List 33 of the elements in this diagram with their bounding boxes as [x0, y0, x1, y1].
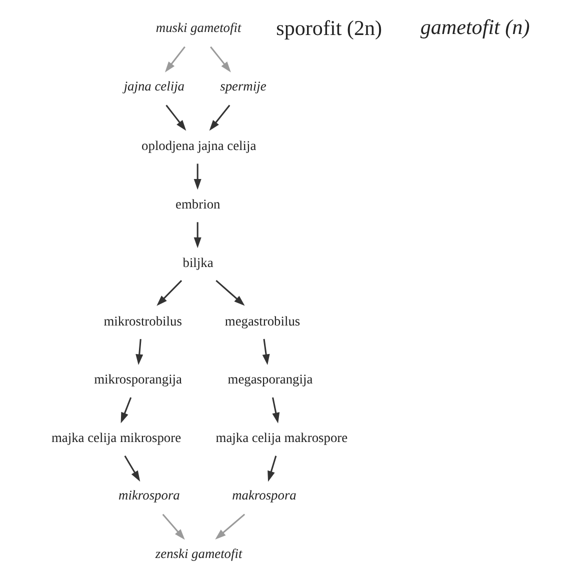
node-text: spermije: [220, 78, 266, 94]
arrow: [267, 456, 276, 482]
arrow: [210, 46, 230, 72]
arrow: [262, 338, 270, 365]
node-text: muski gametofit: [155, 20, 241, 36]
arrow: [214, 514, 245, 540]
arrow: [208, 104, 230, 131]
arrow: [164, 46, 185, 72]
arrow: [124, 456, 140, 482]
arrow: [193, 164, 201, 190]
label: sporofit (2n): [276, 16, 382, 40]
node-text: biljka: [182, 254, 213, 270]
arrow: [156, 280, 182, 306]
node-text: mikrostrobilus: [103, 313, 182, 328]
node-text: mikrosporangija: [94, 372, 182, 387]
arrow: [215, 280, 244, 306]
node-text: majka celija makrospore: [215, 430, 348, 446]
node-text: megasporangija: [227, 372, 312, 387]
arrow: [193, 222, 201, 248]
node-text: majka celija mikrospore: [50, 430, 181, 446]
node-text: embrion: [175, 196, 220, 212]
label: gametofit (n): [420, 14, 530, 39]
arrow: [135, 338, 143, 366]
node-text: makrospora: [232, 488, 296, 503]
arrow: [272, 397, 280, 424]
node-text: jajna celija: [123, 78, 184, 94]
node-text: mikrospora: [118, 488, 180, 503]
node-text: zenski gametofit: [154, 546, 242, 562]
arrow: [165, 104, 186, 131]
arrow: [162, 514, 184, 540]
node-text: megastrobilus: [224, 313, 300, 328]
arrow: [120, 397, 132, 424]
node-text: oplodjena jajna celija: [141, 138, 256, 153]
